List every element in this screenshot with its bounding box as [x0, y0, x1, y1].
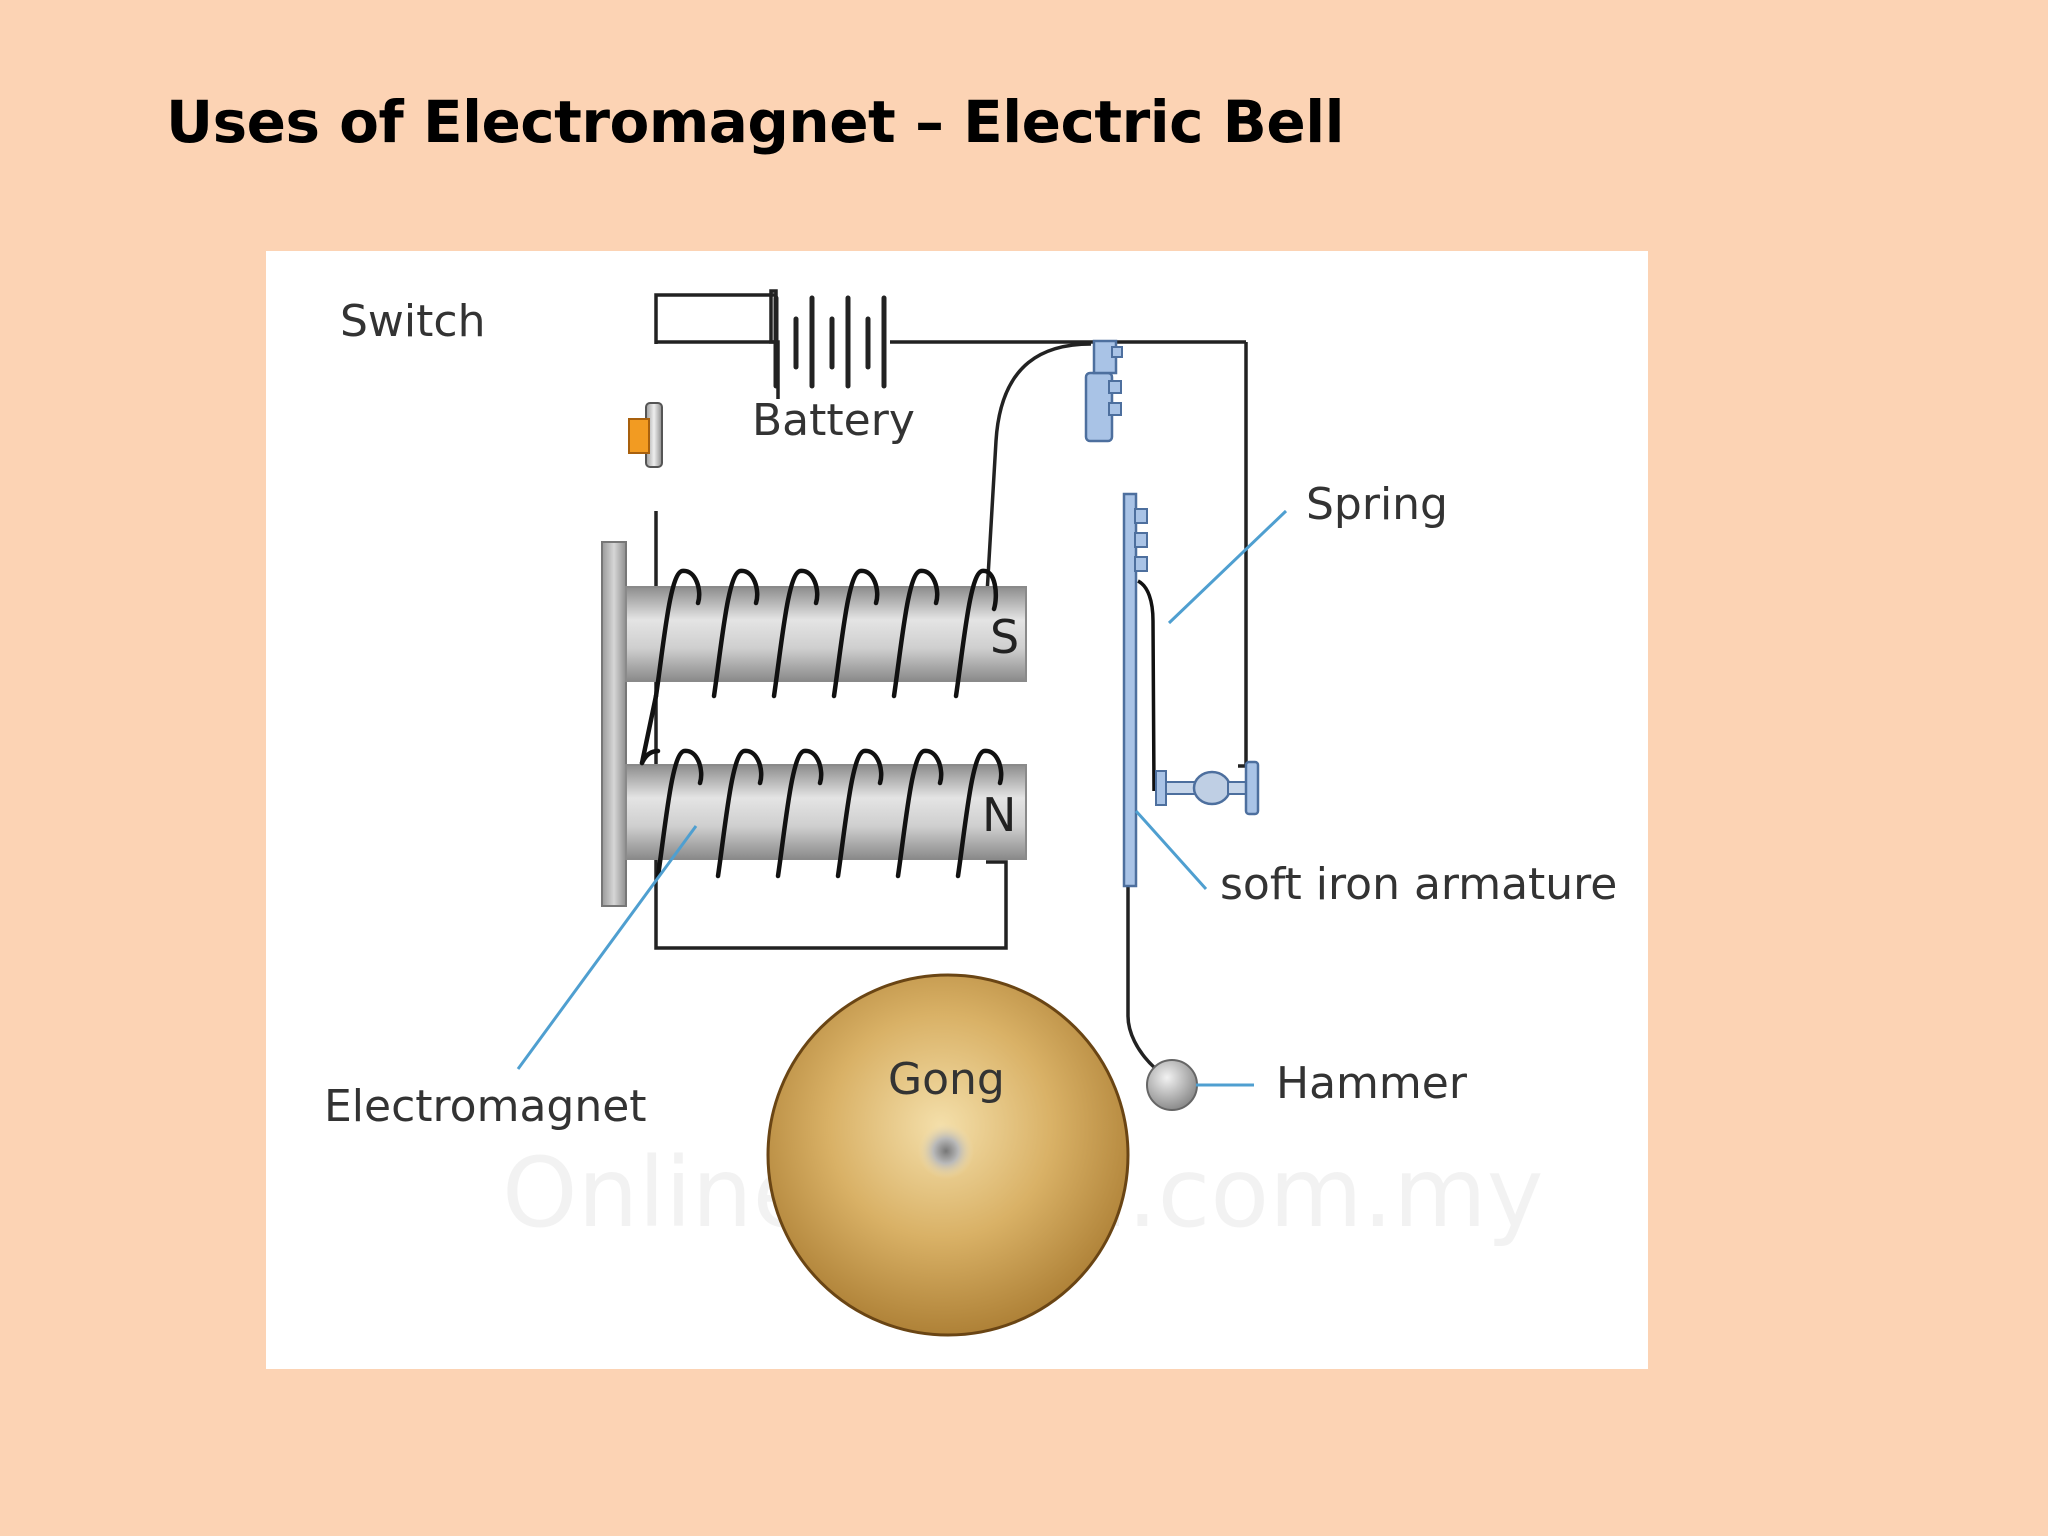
battery	[773, 295, 887, 389]
pole-n-label: N	[982, 788, 1016, 842]
electromagnet-yoke	[601, 541, 627, 907]
contact-screw	[1155, 760, 1260, 816]
label-gong: Gong	[888, 1054, 1005, 1105]
label-switch: Switch	[340, 296, 485, 347]
hammer	[1146, 1059, 1198, 1111]
electric-bell-diagram: OnlineTuition.com.my	[266, 251, 1648, 1369]
terminal-bracket	[1084, 339, 1123, 443]
electromagnet-core-bottom	[625, 764, 1027, 860]
electric-bell-svg: OnlineTuition.com.my	[324, 289, 1617, 1337]
switch-button	[628, 418, 650, 454]
leader-lines	[516, 509, 1288, 1087]
label-spring: Spring	[1306, 479, 1448, 530]
label-battery: Battery	[752, 395, 915, 446]
gong-center	[918, 1123, 974, 1179]
label-hammer: Hammer	[1276, 1058, 1468, 1109]
label-electromagnet: Electromagnet	[324, 1081, 647, 1132]
label-soft-iron-armature: soft iron armature	[1220, 859, 1617, 910]
spring-strip	[1137, 579, 1156, 792]
slide-title: Uses of Electromagnet – Electric Bell	[166, 88, 1344, 156]
switch	[628, 402, 663, 468]
electromagnet-coils	[639, 568, 1004, 879]
pole-s-label: S	[990, 610, 1019, 664]
soft-iron-armature	[1122, 492, 1148, 888]
